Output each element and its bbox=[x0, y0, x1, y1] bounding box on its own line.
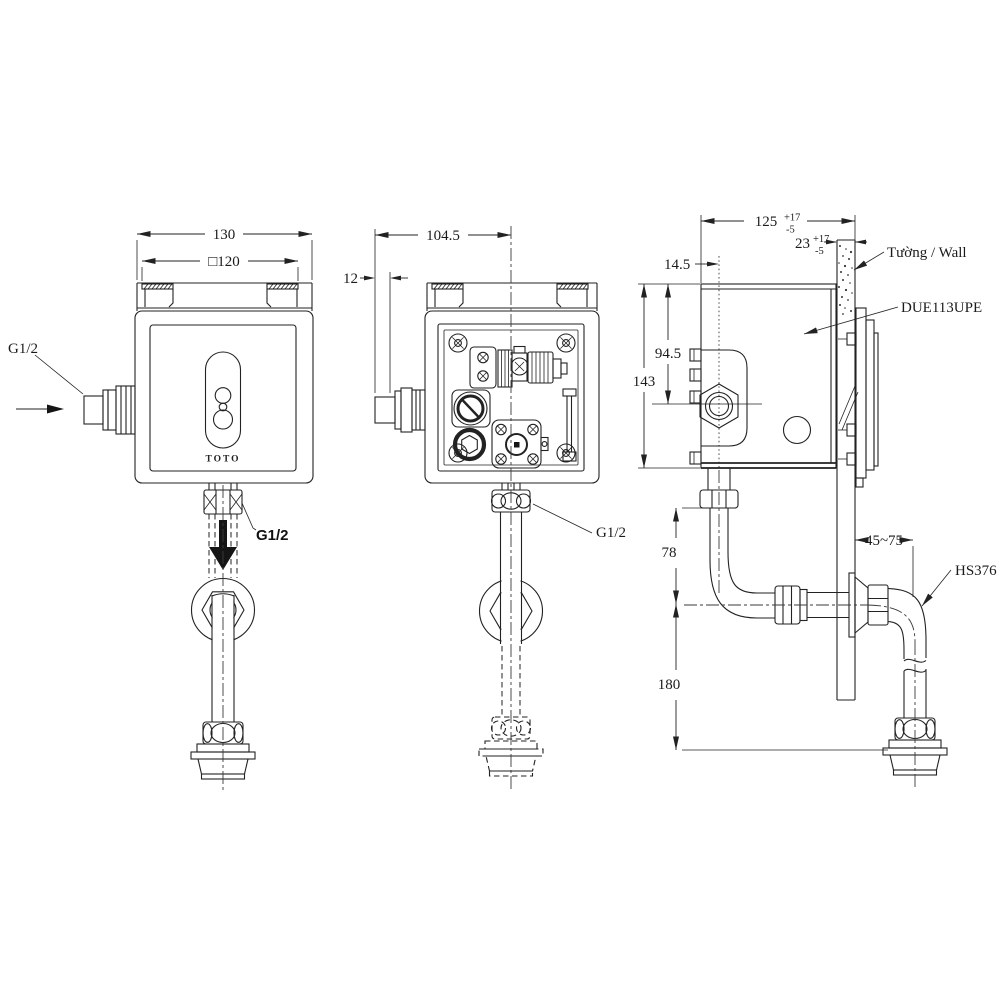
back-view: 104.5 12 bbox=[343, 226, 626, 792]
outlet-leader-line bbox=[241, 502, 257, 531]
outlet-thread-label: G1/2 bbox=[256, 527, 289, 544]
corner-screw bbox=[556, 333, 576, 353]
dim-145-text: 14.5 bbox=[664, 257, 690, 273]
spreader-label: HS376 bbox=[955, 563, 997, 579]
sensor-window bbox=[204, 351, 242, 449]
wall-section bbox=[836, 239, 856, 701]
corner-screw bbox=[556, 443, 576, 463]
flow-direction-arrow bbox=[16, 404, 64, 414]
spreader-leader-line bbox=[921, 569, 952, 607]
dimension-plate-width: □120 bbox=[141, 254, 299, 281]
solenoid-valve bbox=[497, 345, 568, 388]
dimension-outlet-drop: 78 bbox=[662, 507, 705, 604]
cover-plate-edge bbox=[838, 307, 879, 488]
outlet-piping bbox=[699, 468, 849, 625]
mount-clip bbox=[689, 390, 702, 404]
dimension-body-height: 143 bbox=[633, 283, 700, 469]
dim-125-tol-lower: -5 bbox=[786, 225, 795, 236]
model-label: DUE113UPE bbox=[901, 300, 982, 316]
dimension-inlet-end: 12 bbox=[343, 271, 408, 393]
dim-945-text: 94.5 bbox=[655, 346, 681, 362]
dimension-wall-to-pipe: 45~75 bbox=[855, 533, 914, 597]
model-leader-line bbox=[803, 306, 899, 335]
knockout-circle bbox=[782, 415, 812, 445]
wall-label: Tường / Wall bbox=[887, 245, 967, 261]
cable-channel bbox=[562, 388, 577, 462]
spreader-pipe bbox=[887, 587, 927, 718]
mounting-bracket bbox=[426, 282, 598, 311]
dim-180-text: 180 bbox=[658, 677, 681, 693]
supply-pipe bbox=[499, 512, 523, 716]
front-view: 130 □120 TOTO bbox=[8, 227, 314, 792]
dimension-depth: 125 +17 -5 bbox=[700, 213, 856, 283]
mount-clip bbox=[689, 368, 702, 382]
hex-plug bbox=[452, 427, 487, 462]
inlet-fitting bbox=[83, 385, 136, 435]
dimension-center-offset: 104.5 bbox=[374, 228, 511, 393]
dimension-spreader-drop: 180 bbox=[658, 604, 888, 751]
sensor-lens-bottom bbox=[212, 409, 234, 430]
side-view: 125 +17 -5 23 +17 -5 14.5 94.5 143 78 bbox=[633, 213, 997, 788]
dimension-inlet-height: 94.5 bbox=[652, 284, 762, 405]
sensor-indicator bbox=[218, 402, 228, 412]
dim-143-text: 143 bbox=[633, 374, 656, 390]
dim-23-tol-lower: -5 bbox=[815, 246, 824, 257]
dim-12-text: 12 bbox=[343, 271, 358, 287]
diaphragm-flange bbox=[491, 419, 549, 469]
dimension-outlet-offset: 14.5 bbox=[664, 256, 720, 468]
pipe-centerline bbox=[867, 604, 916, 643]
inlet-fitting bbox=[374, 387, 426, 433]
mounting-bracket bbox=[136, 282, 313, 311]
dimension-overall-width: 130 bbox=[136, 227, 313, 280]
dim-130-text: 130 bbox=[213, 227, 236, 243]
outlet-thread-label: G1/2 bbox=[596, 525, 626, 541]
dim-4575-text: 45~75 bbox=[865, 533, 903, 549]
valve-body-side bbox=[689, 283, 837, 469]
sensor-lens-top bbox=[214, 387, 232, 404]
mount-clip bbox=[689, 348, 702, 362]
corner-screw bbox=[448, 333, 468, 353]
outlet-leader-line bbox=[532, 503, 593, 534]
inlet-hex-side bbox=[699, 383, 739, 429]
sensor-bracket bbox=[469, 346, 497, 389]
brand-logo-text: TOTO bbox=[205, 455, 240, 465]
mount-clip bbox=[689, 451, 702, 465]
dim-23-text: 23 bbox=[795, 236, 810, 252]
inlet-leader-line bbox=[34, 354, 84, 395]
dim-78-text: 78 bbox=[662, 545, 677, 561]
dim-125-text: 125 bbox=[755, 214, 778, 230]
dim-1045-text: 104.5 bbox=[426, 228, 460, 244]
dim-120-text: □120 bbox=[208, 254, 240, 270]
dimension-wall-thickness: 23 +17 -5 bbox=[795, 234, 867, 257]
dim-23-tol-upper: +17 bbox=[813, 234, 829, 245]
wall-stipple bbox=[838, 245, 853, 315]
supply-pipe bbox=[211, 593, 235, 722]
inlet-thread-label: G1/2 bbox=[8, 341, 38, 357]
wall-leader-line bbox=[853, 251, 885, 271]
stop-valve-knob bbox=[451, 389, 491, 428]
dim-125-tol-upper: +17 bbox=[784, 213, 800, 224]
